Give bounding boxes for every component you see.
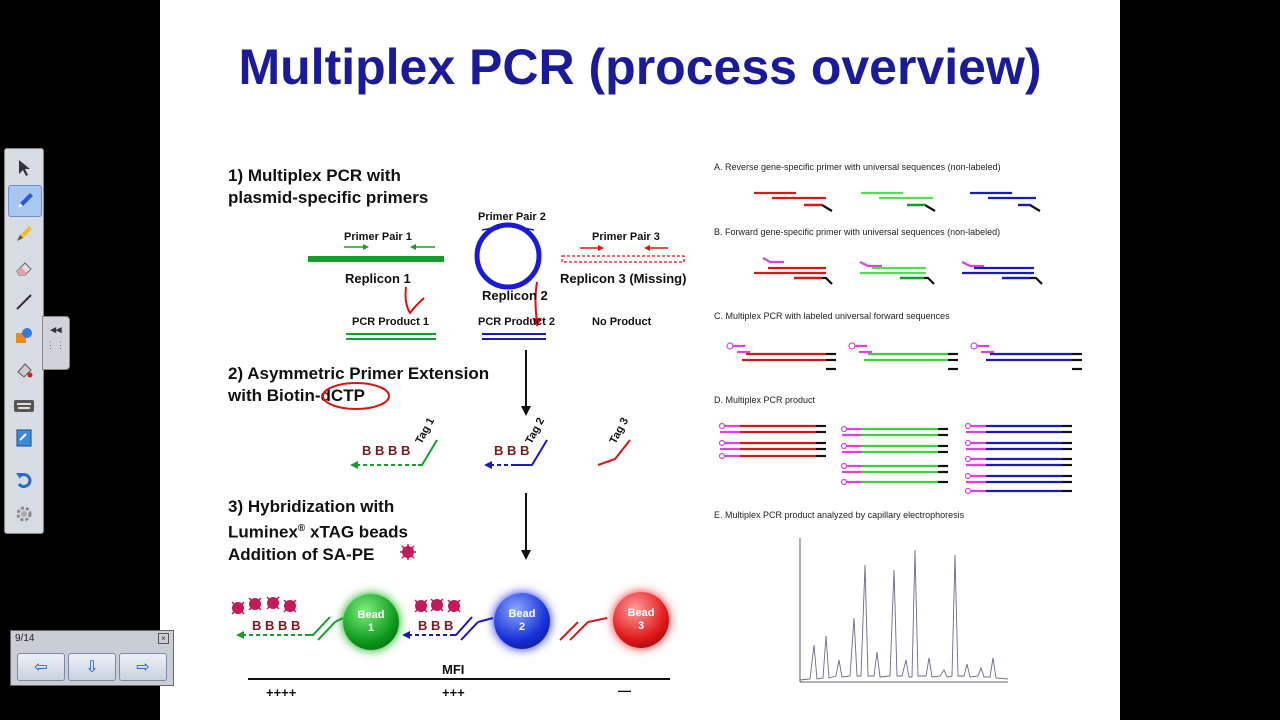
panel-d-figure <box>718 422 1072 495</box>
select-arrow-icon[interactable] <box>8 153 40 183</box>
arrow-right-icon: ⇨ <box>136 659 150 676</box>
replicon-2-label: Replicon 2 <box>482 288 548 303</box>
primer-pair-3-label: Primer Pair 3 <box>592 231 660 243</box>
pcr-product-1-bottom <box>346 338 436 340</box>
replicon-1-label: Replicon 1 <box>345 271 411 286</box>
bead-2-num: 2 <box>518 621 526 633</box>
next-page-button[interactable]: ⇨ <box>119 653 167 681</box>
panel-d-caption: D. Multiplex PCR product <box>714 395 816 405</box>
fill-icon[interactable] <box>8 355 40 385</box>
panel-c-caption: C. Multiplex PCR with labeled universal … <box>714 311 950 321</box>
mfi-value-1: ++++ <box>266 685 297 700</box>
slide: Multiplex PCR (process overview) 1) Mult… <box>160 0 1120 720</box>
bead-3-name: Bead <box>627 607 655 619</box>
pcr-product-1-label: PCR Product 1 <box>352 316 430 328</box>
step1-line1: 1) Multiplex PCR with <box>228 166 401 185</box>
step2-line1: 2) Asymmetric Primer Extension <box>228 364 490 383</box>
pen-toolbar <box>4 148 44 534</box>
bead-3-num: 3 <box>637 620 645 632</box>
step2-heading: 2) Asymmetric Primer Extension with Biot… <box>228 363 489 407</box>
line-icon[interactable] <box>8 287 40 317</box>
step2-line2a: with Biotin- <box>228 386 321 405</box>
biotin-label-3: B B B B <box>252 618 301 633</box>
replicon-2-plasmid <box>474 222 542 290</box>
settings-icon[interactable] <box>8 499 40 529</box>
biotin-label-4: B B B <box>418 618 454 633</box>
annotation-arrow-1 <box>404 286 425 315</box>
previous-page-button[interactable]: ⇦ <box>17 653 65 681</box>
step3-line3: Addition of SA-PE <box>228 544 375 564</box>
step3-luminex: Luminex <box>228 522 298 542</box>
panel-b-caption: B. Forward gene-specific primer with uni… <box>714 227 1001 237</box>
step3-line1: 3) Hybridization with <box>228 497 395 516</box>
pcr-product-2-label: PCR Product 2 <box>478 316 556 328</box>
panel-c-figure <box>726 342 1082 371</box>
step1-line2: plasmid-specific primers <box>228 188 429 207</box>
undo-icon[interactable] <box>8 465 40 495</box>
menu-down-icon: ⇩ <box>85 659 99 676</box>
highlighter-icon[interactable] <box>8 219 40 249</box>
replicon-3-missing <box>561 255 685 263</box>
mfi-value-3: — <box>618 683 631 698</box>
double-chevron-left-icon: ◂◂ <box>50 324 62 336</box>
right-panel-figures <box>718 191 1082 683</box>
arrow-left-icon: ⇦ <box>34 659 48 676</box>
panel-a-figure <box>754 191 1041 212</box>
panel-b-figure <box>754 257 1043 285</box>
biotin-label-1: B B B B <box>362 443 411 458</box>
replicon-1-strand <box>308 256 444 262</box>
tag-2-strand <box>515 439 548 466</box>
pcr-product-2-top <box>482 333 546 335</box>
page-counter: 9/14 <box>15 633 35 644</box>
no-product-label: No Product <box>592 316 652 328</box>
biotin-label-2: B B B <box>494 443 530 458</box>
pcr-product-2-bottom <box>482 338 546 340</box>
page-menu-button[interactable]: ⇩ <box>68 653 116 681</box>
bead-2-name: Bead <box>508 608 536 620</box>
bead-1-name: Bead <box>357 609 385 621</box>
notebook-icon[interactable] <box>8 423 40 453</box>
close-icon[interactable]: × <box>158 633 169 644</box>
eraser-icon[interactable] <box>8 253 40 283</box>
keyboard-icon[interactable] <box>8 391 40 421</box>
step3-beads: xTAG beads <box>305 522 408 542</box>
primer-pair-1-label: Primer Pair 1 <box>344 231 412 243</box>
tag-3-strand <box>597 439 631 466</box>
pcr-diagram <box>231 222 685 680</box>
panel-a-caption: A. Reverse gene-specific primer with uni… <box>714 162 1001 172</box>
toolbar-collapse-button[interactable]: ◂◂ ⋮⋮ <box>42 316 70 370</box>
bead-1-num: 1 <box>367 622 375 634</box>
slide-title: Multiplex PCR (process overview) <box>238 39 1042 95</box>
primer-2-forward-arrow <box>481 226 499 231</box>
step1-heading: 1) Multiplex PCR with plasmid-specific p… <box>228 165 428 209</box>
mfi-label: MFI <box>442 662 465 677</box>
mfi-value-2: +++ <box>442 685 465 700</box>
grip-icon: ⋮⋮ <box>46 340 66 350</box>
panel-e-caption: E. Multiplex PCR product analyzed by cap… <box>714 510 965 520</box>
page-navigator: 9/14 × ⇦ ⇩ ⇨ <box>10 630 174 686</box>
panel-e-electropherogram <box>799 538 1009 683</box>
step3-heading: 3) Hybridization with Luminex® xTAG bead… <box>228 496 408 566</box>
pcr-product-1-top <box>346 333 436 335</box>
dctp-circle-annotation <box>322 382 390 410</box>
registered-mark: ® <box>297 523 306 534</box>
tag-1-strand <box>418 439 438 466</box>
step2-dctp: dCTP <box>320 386 365 405</box>
shapes-icon[interactable] <box>8 321 40 351</box>
primer-pair-2-label: Primer Pair 2 <box>478 211 546 223</box>
replicon-3-label: Replicon 3 (Missing) <box>560 271 687 286</box>
primer-2-reverse-arrow <box>517 226 535 231</box>
pen-icon[interactable] <box>8 185 42 217</box>
